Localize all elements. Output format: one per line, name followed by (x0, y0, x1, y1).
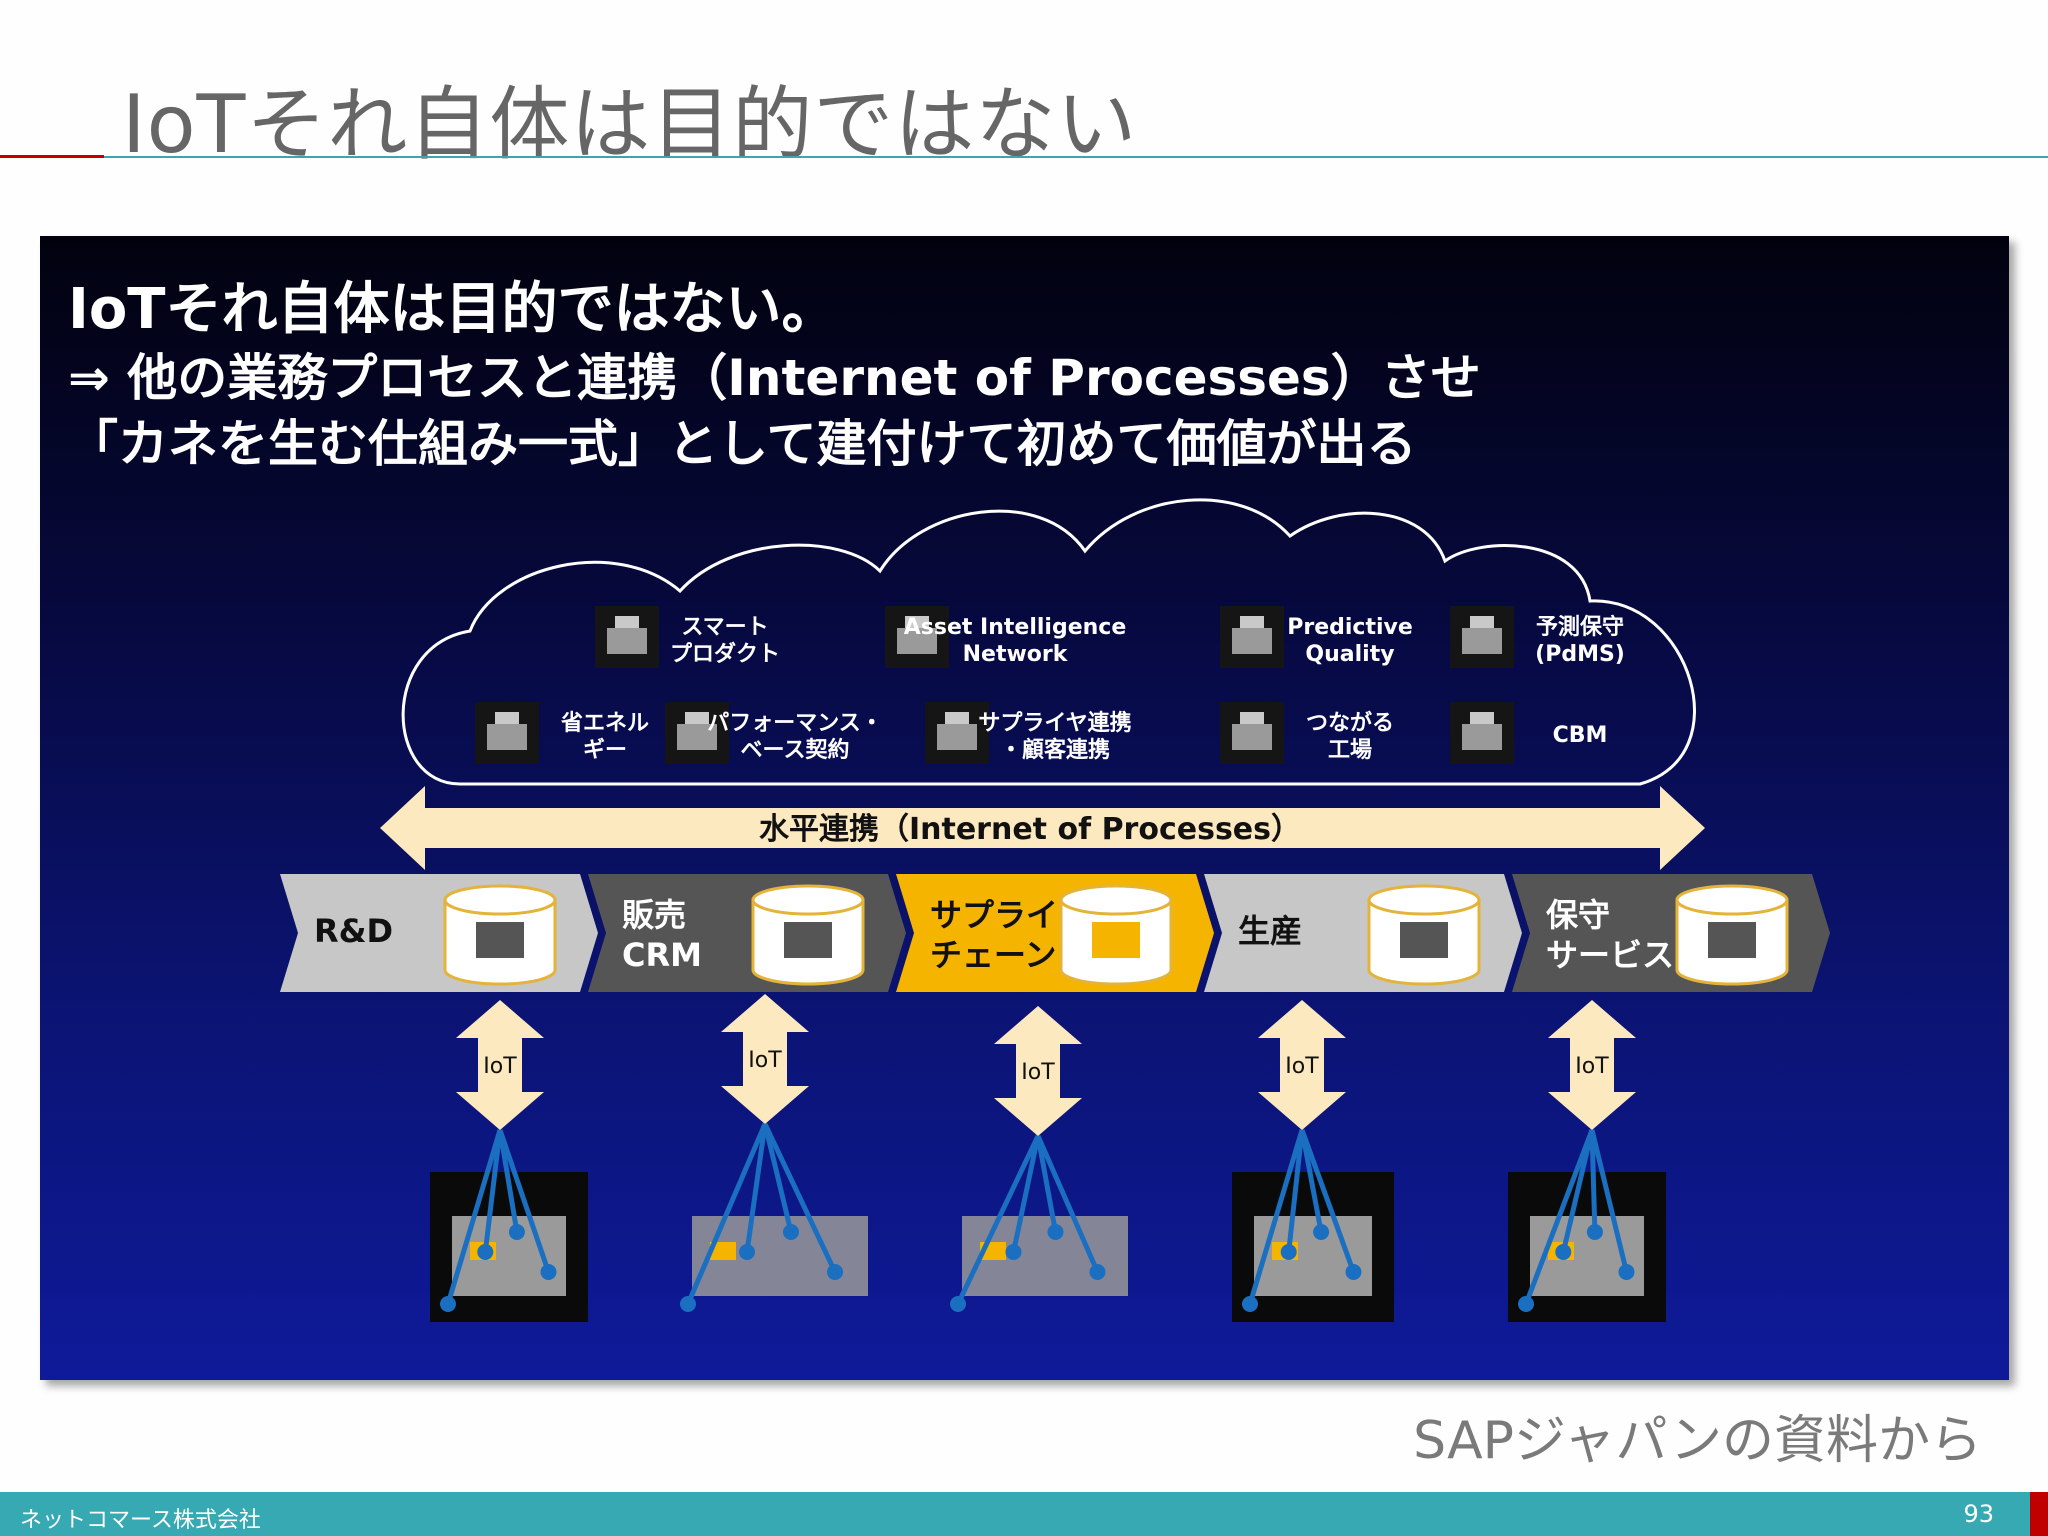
quality-icon (1220, 606, 1284, 668)
chain-segment-0: R&D (280, 874, 598, 992)
iot-arrow-4: IoT (1548, 1000, 1636, 1130)
factory-asset-icon (1232, 1129, 1394, 1322)
factory-icon (1367, 884, 1481, 986)
cloud-item-label: Predictive (1287, 615, 1413, 640)
footer-accent (2030, 1492, 2048, 1536)
cloud-item-row2-2: サプライヤ連携・顧客連携 (925, 702, 1132, 764)
crm-asset-icon (680, 1122, 868, 1312)
panel-line-2: 「カネを生む仕組み一式」として建付けて初めて価値が出る (68, 415, 1417, 473)
cloud-item-label: 予測保守 (1536, 614, 1624, 640)
people-icon (925, 702, 989, 764)
iot-label: IoT (483, 1054, 517, 1079)
cloud-item-label: Quality (1305, 642, 1394, 667)
dollar-clock-icon (665, 702, 729, 764)
cloud-item-row2-1: パフォーマンス・ベース契約 (665, 702, 883, 764)
footer-bar (0, 1492, 2030, 1536)
chain-segment-label: 販売 (622, 896, 686, 934)
cloud-item-label: 省エネル (560, 711, 649, 736)
cloud-item-label: ・顧客連携 (1000, 737, 1110, 763)
chain-segment-label: サービス (1546, 936, 1674, 974)
chain-segment-label: サプライ (930, 896, 1058, 934)
title-rule-teal (104, 156, 2048, 158)
horizontal-arrow-label: 水平連携（Internet of Processes） (759, 812, 1301, 847)
service-asset-icon (1508, 1129, 1666, 1322)
iot-label: IoT (1285, 1054, 1319, 1079)
iot-arrow-2: IoT (994, 1006, 1082, 1136)
diagram-panel: IoTそれ自体は目的ではない。 ⇒ 他の業務プロセスと連携（Internet o… (40, 236, 2009, 1380)
chain-segment-label: CRM (622, 936, 702, 974)
footer-company: ネットコマース株式会社 (20, 1508, 261, 1533)
cloud-item-label: Network (963, 642, 1069, 667)
cloud-item-label: プロダクト (670, 641, 780, 667)
truck-icon (1059, 884, 1173, 986)
iot-label: IoT (1021, 1060, 1055, 1085)
cloud-item-label: つながる (1306, 710, 1394, 736)
bulb-icon (475, 702, 539, 764)
invoice-icon (751, 884, 865, 986)
smart-product-icon (595, 606, 659, 668)
slide-title: IoTそれ自体は目的ではない (122, 78, 1138, 171)
source-caption: SAPジャパンの資料から (1413, 1411, 1982, 1471)
page-number: 93 (1963, 1500, 1994, 1528)
title-rule-red (0, 155, 104, 158)
logistics-asset-icon (950, 1134, 1128, 1312)
iot-label: IoT (1575, 1054, 1609, 1079)
chain-segment-label: 生産 (1238, 912, 1302, 950)
cloud-item-label: 工場 (1328, 738, 1372, 763)
cloud-item-label: (PdMS) (1535, 642, 1625, 667)
iot-label: IoT (748, 1048, 782, 1073)
chain-segment-label: チェーン (930, 936, 1056, 974)
cloud-item-label: ギー (583, 738, 627, 763)
wave-icon (1450, 606, 1514, 668)
iot-arrow-1: IoT (721, 994, 809, 1124)
cloud-item-row1-3: 予測保守(PdMS) (1450, 606, 1625, 668)
rd-asset-icon (430, 1129, 588, 1322)
cloud-item-label: サプライヤ連携 (978, 710, 1131, 736)
cloud-item-label: ベース契約 (741, 737, 850, 763)
chain-segment-label: R&D (314, 912, 393, 950)
chain-segment-label: 保守 (1546, 896, 1610, 934)
factory-house-icon (443, 884, 557, 986)
factory-icon (1220, 702, 1284, 764)
cloud-item-label: CBM (1553, 723, 1608, 748)
horizontal-arrow (380, 786, 1705, 870)
cloud-item-row2-4: CBM (1450, 702, 1607, 764)
iot-arrow-3: IoT (1258, 1000, 1346, 1130)
iot-arrow-0: IoT (456, 1000, 544, 1130)
cloud-item-label: パフォーマンス・ (707, 711, 883, 736)
service-truck-icon (1675, 884, 1789, 986)
wrench-truck-icon (1450, 702, 1514, 764)
cloud-shape (401, 498, 1696, 786)
panel-heading: IoTそれ自体は目的ではない。 (68, 277, 838, 342)
cloud-item-label: Asset Intelligence (904, 615, 1127, 640)
cloud-item-label: スマート (681, 615, 768, 640)
network-icon (885, 606, 949, 668)
panel-line-1: ⇒ 他の業務プロセスと連携（Internet of Processes）させ (68, 349, 1481, 407)
chain-segment-3: 生産 (1204, 874, 1522, 992)
